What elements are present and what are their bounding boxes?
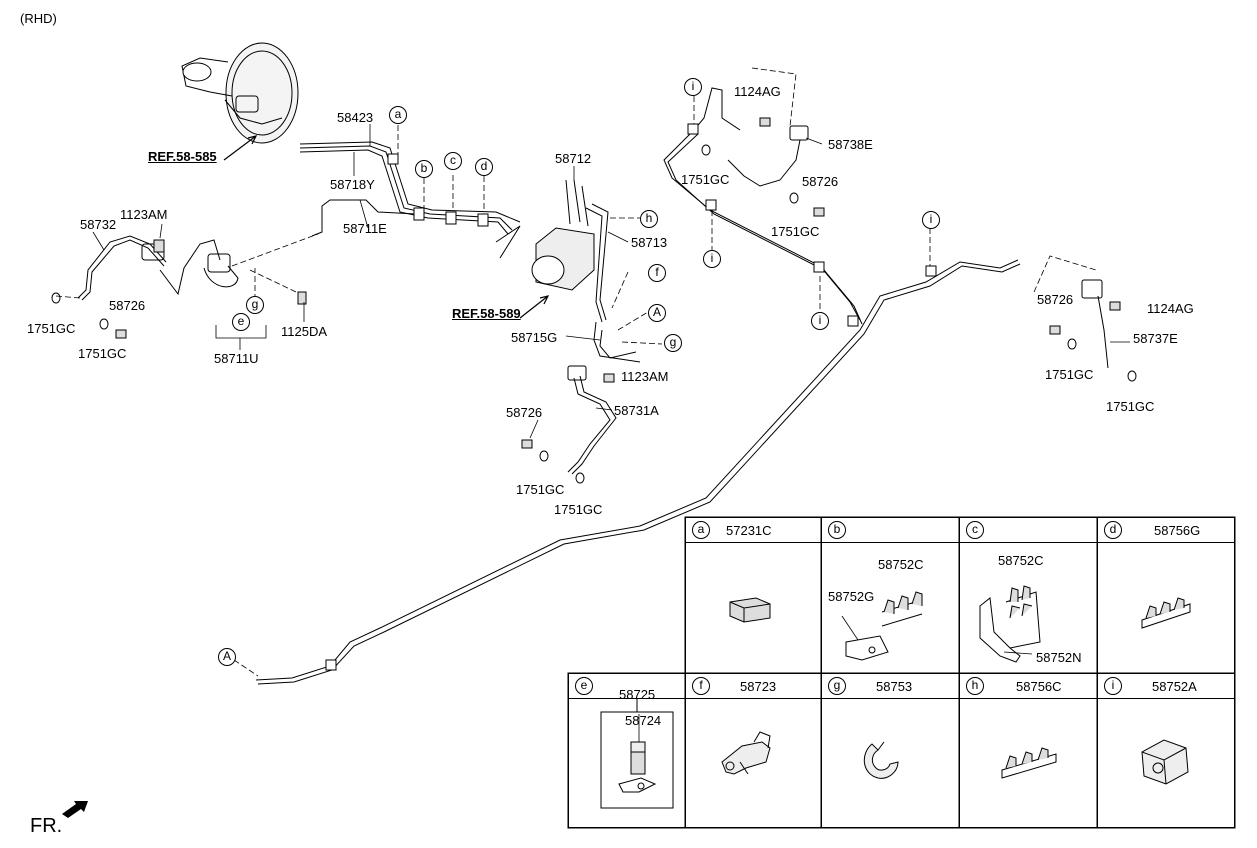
ref-booster: REF.58-585 [148,149,217,164]
legend-letter-g: g [828,677,846,695]
line-58711E [311,199,417,237]
union-58724-icon [600,698,674,809]
part-1751GC-m1: 1751GC [516,482,565,497]
part-58732: 58732 [80,217,117,232]
ref-hecu: REF.58-589 [452,306,521,321]
part-1751GC-t1: 1751GC [681,172,730,187]
legend-e-sub2: 58724 [625,713,662,728]
callout-i-1: i [684,78,702,96]
part-1751GC-t2: 1751GC [771,224,820,239]
callout-i-3: i [811,312,829,330]
part-1123AM-top: 1123AM [120,207,168,222]
legend-e-sub1: 58725 [619,687,656,702]
hose-58737E [1097,295,1109,369]
callout-e: e [232,313,250,331]
part-58423: 58423 [337,110,374,125]
legend-b-sub1: 58752C [878,557,924,572]
callout-A-left: A [218,648,236,666]
legend-letter-b: b [828,521,846,539]
part-1123AM-mid: 1123AM [621,369,669,384]
callout-b: b [415,160,433,178]
legend-cell-i: i 58752A [1097,673,1235,828]
legend-cell-g: g 58753 [821,673,960,828]
part-1124AG-right: 1124AG [1147,301,1194,316]
clip-58752C-bracket-icon [841,591,923,661]
brake-booster [181,42,299,144]
legend-part-g: 58753 [876,679,913,694]
part-58711E: 58711E [343,221,387,236]
legend-cell-f: f 58723 [685,673,822,828]
callout-i-4: i [922,211,940,229]
legend-part-h: 58756C [1016,679,1062,694]
part-58738E: 58738E [828,137,873,152]
legend-letter-a: a [692,521,710,539]
legend-letter-c: c [966,521,984,539]
part-1751GC-r1: 1751GC [1045,367,1094,382]
legend-cell-h: h 58756C [959,673,1098,828]
front-direction-label: FR. [30,815,63,837]
grommet-58753-icon [863,741,899,779]
part-58726-left: 58726 [109,298,146,313]
part-58737E: 58737E [1133,331,1178,346]
callout-g-mid: g [664,334,682,352]
hose-58731A [567,365,617,475]
legend-part-a: 57231C [726,523,772,538]
legend-part-d: 58756G [1154,523,1201,538]
clip-57231C-icon [729,597,771,623]
part-58731A: 58731A [614,403,659,418]
part-1751GC-l2: 1751GC [78,346,127,361]
variant-label: (RHD) [20,11,57,26]
legend-part-f: 58723 [740,679,777,694]
callout-f: f [648,264,666,282]
clip-58752N-bracket-icon [979,585,1041,663]
part-1751GC-m2: 1751GC [554,502,603,517]
hecu-module [531,179,641,363]
part-58715G: 58715G [511,330,558,345]
part-58718Y: 58718Y [330,177,375,192]
part-1751GC-r2: 1751GC [1106,399,1155,414]
legend-cell-b: b 58752C 58752G [821,517,960,674]
legend-cell-e: e 58725 58724 [568,673,686,828]
callout-i-2: i [703,250,721,268]
callout-g-left: g [246,296,264,314]
legend-letter-i: i [1104,677,1122,695]
clip-58752A-icon [1141,739,1189,785]
callout-A-mid: A [648,304,666,322]
legend-c-sub2: 58752N [1036,650,1082,665]
legend-part-i: 58752A [1152,679,1197,694]
legend-c-sub1: 58752C [998,553,1044,568]
legend-cell-c: c 58752C 58752N [959,517,1098,674]
callout-d: d [475,158,493,176]
legend-letter-d: d [1104,521,1122,539]
clip-58723-icon [721,731,771,775]
part-1124AG-top: 1124AG [734,84,781,99]
part-58713: 58713 [631,235,668,250]
legend-letter-h: h [966,677,984,695]
legend-cell-a: a 57231C [685,517,822,674]
callout-a: a [389,106,407,124]
callout-c: c [444,152,462,170]
part-58711U: 58711U [214,351,259,366]
hose-58738E [727,139,801,187]
callout-h: h [640,210,658,228]
line-58423 [299,141,521,259]
clip-58756C-icon [1001,747,1057,779]
legend-cell-d: d 58756G [1097,517,1235,674]
part-1125DA: 1125DA [281,324,328,339]
clip-58756G-icon [1141,597,1191,629]
front-arrow-icon [62,801,88,818]
part-58726-top: 58726 [802,174,839,189]
legend-letter-f: f [692,677,710,695]
part-58726-right: 58726 [1037,292,1074,307]
part-1751GC-l1: 1751GC [27,321,76,336]
legend-letter-e: e [575,677,593,695]
line-58732 [77,235,239,301]
legend-b-sub2: 58752G [828,589,875,604]
part-58726-mid: 58726 [506,405,543,420]
part-58712: 58712 [555,151,592,166]
